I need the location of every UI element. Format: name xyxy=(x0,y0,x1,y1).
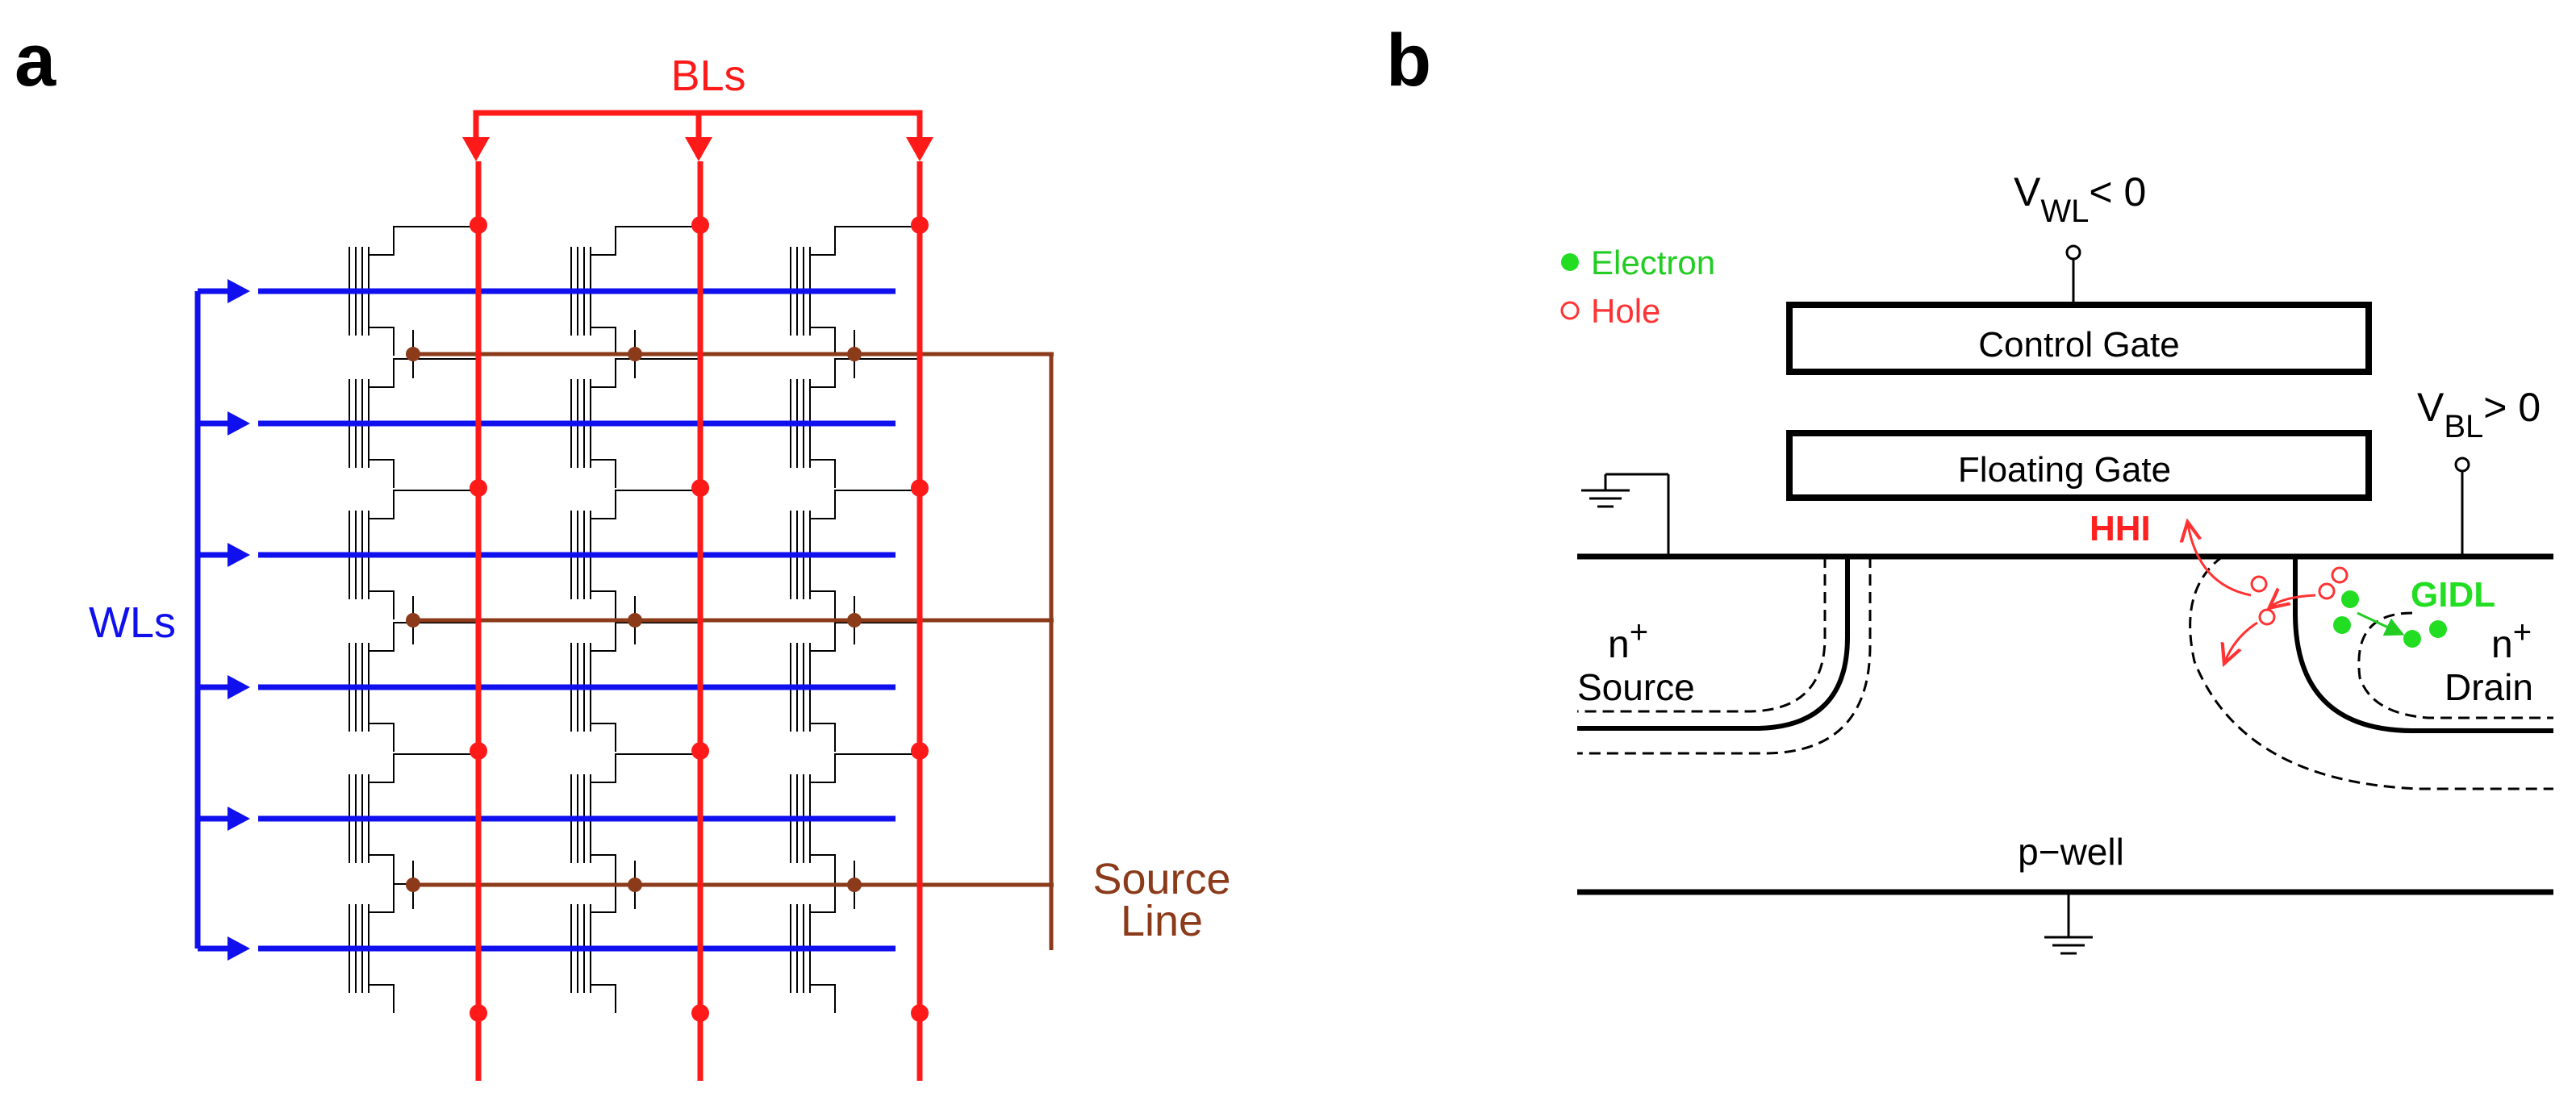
hole-legend-dot xyxy=(1560,301,1580,320)
wordline-arrow xyxy=(228,543,250,567)
control-gate-label: Control Gate xyxy=(1978,325,2179,365)
source-junction-dot xyxy=(847,878,862,892)
source-label: Source xyxy=(1577,666,1695,708)
bitline-junction-dot xyxy=(470,742,487,760)
hole-drift-arrow xyxy=(2271,595,2316,607)
source-line-label-2: Line xyxy=(1121,897,1203,945)
bitline-junction-dot xyxy=(691,742,709,760)
electron xyxy=(2341,590,2359,608)
source-junction-dot xyxy=(847,613,862,628)
panel-a-label: a xyxy=(15,19,56,102)
panel-b-label: b xyxy=(1386,19,1431,102)
gidl-arrow xyxy=(2357,611,2405,636)
vbl-label: VBL> 0 xyxy=(2417,385,2541,444)
junction-dots xyxy=(406,216,929,1022)
electron-legend-dot xyxy=(1561,253,1579,271)
wordline-bus: WLs xyxy=(89,279,250,961)
source-junction-dot xyxy=(406,613,420,628)
hhi-label: HHI xyxy=(2090,509,2151,548)
legend-hole: Hole xyxy=(1591,292,1660,330)
hole xyxy=(2331,566,2348,584)
bitline-junction-dot xyxy=(911,1004,929,1022)
floating-gate xyxy=(1786,430,2372,501)
legend-electron: Electron xyxy=(1591,244,1715,281)
hole xyxy=(2250,575,2268,593)
bitline-junction-dot xyxy=(691,1004,709,1022)
wordline-arrow xyxy=(228,936,250,961)
vwl-terminal xyxy=(2065,244,2081,261)
bitline-group xyxy=(475,161,923,1081)
source-ground xyxy=(1581,473,1670,557)
electron xyxy=(2403,630,2421,648)
floating-gate-label: Floating Gate xyxy=(1958,450,2171,490)
wordlines-label: WLs xyxy=(89,598,176,647)
source-junction-dot xyxy=(406,347,420,361)
wordline-arrow xyxy=(228,807,250,831)
bitline-junction-dot xyxy=(691,479,709,497)
source-junction-dot xyxy=(628,347,642,361)
drain-depletion-edge-outer xyxy=(2189,555,2553,790)
bitline-junction-dot xyxy=(911,742,929,760)
bitline-junction-dot xyxy=(470,1004,487,1022)
source-type: n+ xyxy=(1608,615,1648,666)
vwl-label: VWL< 0 xyxy=(2014,169,2146,229)
source-line-label-1: Source xyxy=(1092,855,1230,903)
source-junction-dot xyxy=(406,878,420,892)
hole xyxy=(2318,582,2336,600)
bitlines-label: BLs xyxy=(670,52,745,100)
bitline-arrow xyxy=(685,137,712,161)
bitline-arrow xyxy=(906,137,933,161)
source-junction-dot xyxy=(628,878,642,892)
source-junction xyxy=(1577,557,1850,731)
well-ground xyxy=(2044,892,2093,955)
drain-type: n+ xyxy=(2491,615,2532,666)
bitline-arrow xyxy=(462,137,490,161)
bitline-junction-dot xyxy=(470,479,487,497)
wordline-arrow xyxy=(228,411,250,436)
hole xyxy=(2258,608,2276,626)
bitline-junction-dot xyxy=(470,216,487,234)
bitline-junction-dot xyxy=(911,216,929,234)
panel-a: a BLs WLs Source Line xyxy=(15,19,1231,1081)
hhi-arrow xyxy=(2188,524,2252,597)
hole-drift-arrow-down xyxy=(2225,621,2258,661)
vbl-terminal xyxy=(2454,457,2470,473)
source-junction-dot xyxy=(847,347,862,361)
electron-cluster xyxy=(2333,590,2447,648)
source-depletion-edge xyxy=(1577,557,1827,713)
bitline-bus: BLs xyxy=(462,52,933,161)
well-label: p−well xyxy=(2018,831,2124,873)
control-gate xyxy=(1786,302,2372,375)
wordline-arrow xyxy=(228,675,250,699)
drain-label: Drain xyxy=(2444,666,2533,708)
electron xyxy=(2429,620,2447,638)
source-junction-dot xyxy=(628,613,642,628)
hole-cluster xyxy=(2250,566,2348,626)
electron xyxy=(2333,616,2351,634)
wordline-group xyxy=(258,288,896,952)
drain-depletion-edge-inner xyxy=(2357,611,2553,719)
panel-b: b Electron Hole VWL< 0 Control Gate Floa… xyxy=(1386,19,2553,955)
bitline-junction-dot xyxy=(691,216,709,234)
drain-junction xyxy=(2293,557,2553,733)
gidl-label: GIDL xyxy=(2411,575,2495,615)
bitline-junction-dot xyxy=(911,479,929,497)
wordline-arrow xyxy=(228,279,250,303)
